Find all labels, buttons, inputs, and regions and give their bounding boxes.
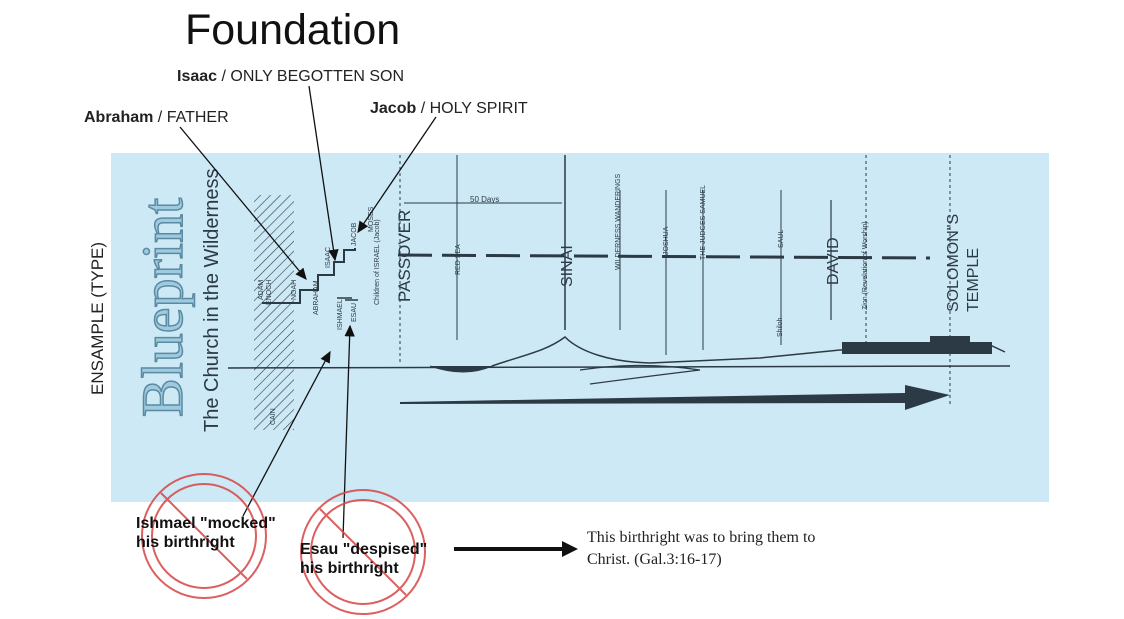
zion-label: Zion (Revelation of Worship) xyxy=(862,221,869,310)
esau-caption: Esau "despised" his birthright xyxy=(300,540,427,578)
blueprint-heading: Blueprint xyxy=(130,198,195,417)
birthright-note-line2: Christ. (Gal.3:16-17) xyxy=(587,551,722,568)
sinai-label: SINAI xyxy=(559,245,576,287)
esau-small-label: ESAU xyxy=(351,303,358,322)
wandering-loop xyxy=(579,364,701,385)
solomon-temple-line2: TEMPLE xyxy=(965,248,982,312)
solomon-temple-label: SOLOMON"S TEMPLE xyxy=(945,209,982,312)
ishmael-no-symbol-inner xyxy=(151,483,257,589)
isaac-role: ONLY BEGOTTEN SON xyxy=(230,68,405,85)
adam-label: ADAM xyxy=(258,280,265,300)
saul-label: SAUL xyxy=(778,230,785,248)
jacob-role: HOLY SPIRIT xyxy=(429,100,528,117)
red-sea-label: RED SEA xyxy=(455,244,462,275)
isaac-pointer xyxy=(308,85,339,262)
ishmael-no-slash xyxy=(160,492,248,580)
isaac-label: Isaac / ONLY BEGOTTEN SON xyxy=(177,68,405,85)
progress-arrow xyxy=(400,385,950,410)
blueprint-subtitle: The Church in the Wilderness xyxy=(201,169,223,432)
isaac-small-label: ISAAC xyxy=(325,247,332,268)
esau-no-slash xyxy=(319,508,407,596)
passover-label: PASSOVER xyxy=(395,210,414,302)
jacob-small-label: JACOB xyxy=(351,222,358,246)
ishmael-caption-line1: Ishmael "mocked" xyxy=(136,515,276,532)
jacob-label: Jacob / HOLY SPIRIT xyxy=(370,100,528,117)
temple-base xyxy=(842,342,992,354)
red-sea-mark xyxy=(429,365,493,373)
jacob-pointer xyxy=(357,116,437,234)
ishmael-small-label: ISHMAEL xyxy=(337,299,344,330)
result-arrow-head xyxy=(562,541,578,557)
abraham-name: Abraham xyxy=(84,109,154,126)
ground-line xyxy=(227,365,1011,369)
noah-label: NOAH xyxy=(291,280,298,300)
solomon-temple-line1: SOLOMON"S xyxy=(945,214,962,312)
ishmael-caption-line2: his birthright xyxy=(136,534,235,551)
esau-caption-line2: his birthright xyxy=(300,560,399,577)
wilderness-label: WILDERNESS WANDERINGS xyxy=(615,173,622,270)
esau-no-symbol-icon xyxy=(300,489,426,615)
abraham-pointer xyxy=(179,126,307,281)
patriarch-stair-line xyxy=(262,248,356,304)
children-of-israel-label: Children of ISRAEL (Jacob) xyxy=(374,219,381,305)
temple-top xyxy=(930,336,970,344)
ishmael-pointer xyxy=(242,350,331,517)
birthright-note-line1: This birthright was to bring them to xyxy=(587,529,816,546)
ensample-type-label: ENSAMPLE (TYPE) xyxy=(88,241,107,395)
cain-label: CAIN xyxy=(270,408,277,425)
ishmael-no-symbol-icon xyxy=(141,473,267,599)
moses-label: MOSES xyxy=(368,206,375,232)
fifty-days-label: 50 Days xyxy=(470,195,499,204)
shiloh-label: Shiloh xyxy=(777,317,784,337)
abraham-small-label: ABRAHAM xyxy=(313,280,320,315)
joshua-label: JOSHUA xyxy=(663,226,670,255)
ishmael-caption: Ishmael "mocked" his birthright xyxy=(136,514,276,552)
isaac-name: Isaac xyxy=(177,68,218,85)
page-title: Foundation xyxy=(185,6,401,54)
esau-no-symbol-inner xyxy=(310,499,416,605)
terrain-line xyxy=(491,336,1006,367)
esau-caption-line1: Esau "despised" xyxy=(300,541,428,558)
birthright-note: This birthright was to bring them to Chr… xyxy=(587,527,815,571)
blueprint-panel xyxy=(111,153,1049,502)
judges-label: THE JUDGES SAMUEL xyxy=(700,185,707,260)
abraham-label: Abraham / FATHER xyxy=(84,109,229,126)
abraham-role: FATHER xyxy=(166,109,229,126)
hatched-wall xyxy=(254,195,294,430)
jacob-name: Jacob xyxy=(370,100,417,117)
main-timeline xyxy=(397,253,931,260)
enoch-label: ENOCH xyxy=(266,280,273,305)
david-label: DAVID xyxy=(825,237,842,285)
